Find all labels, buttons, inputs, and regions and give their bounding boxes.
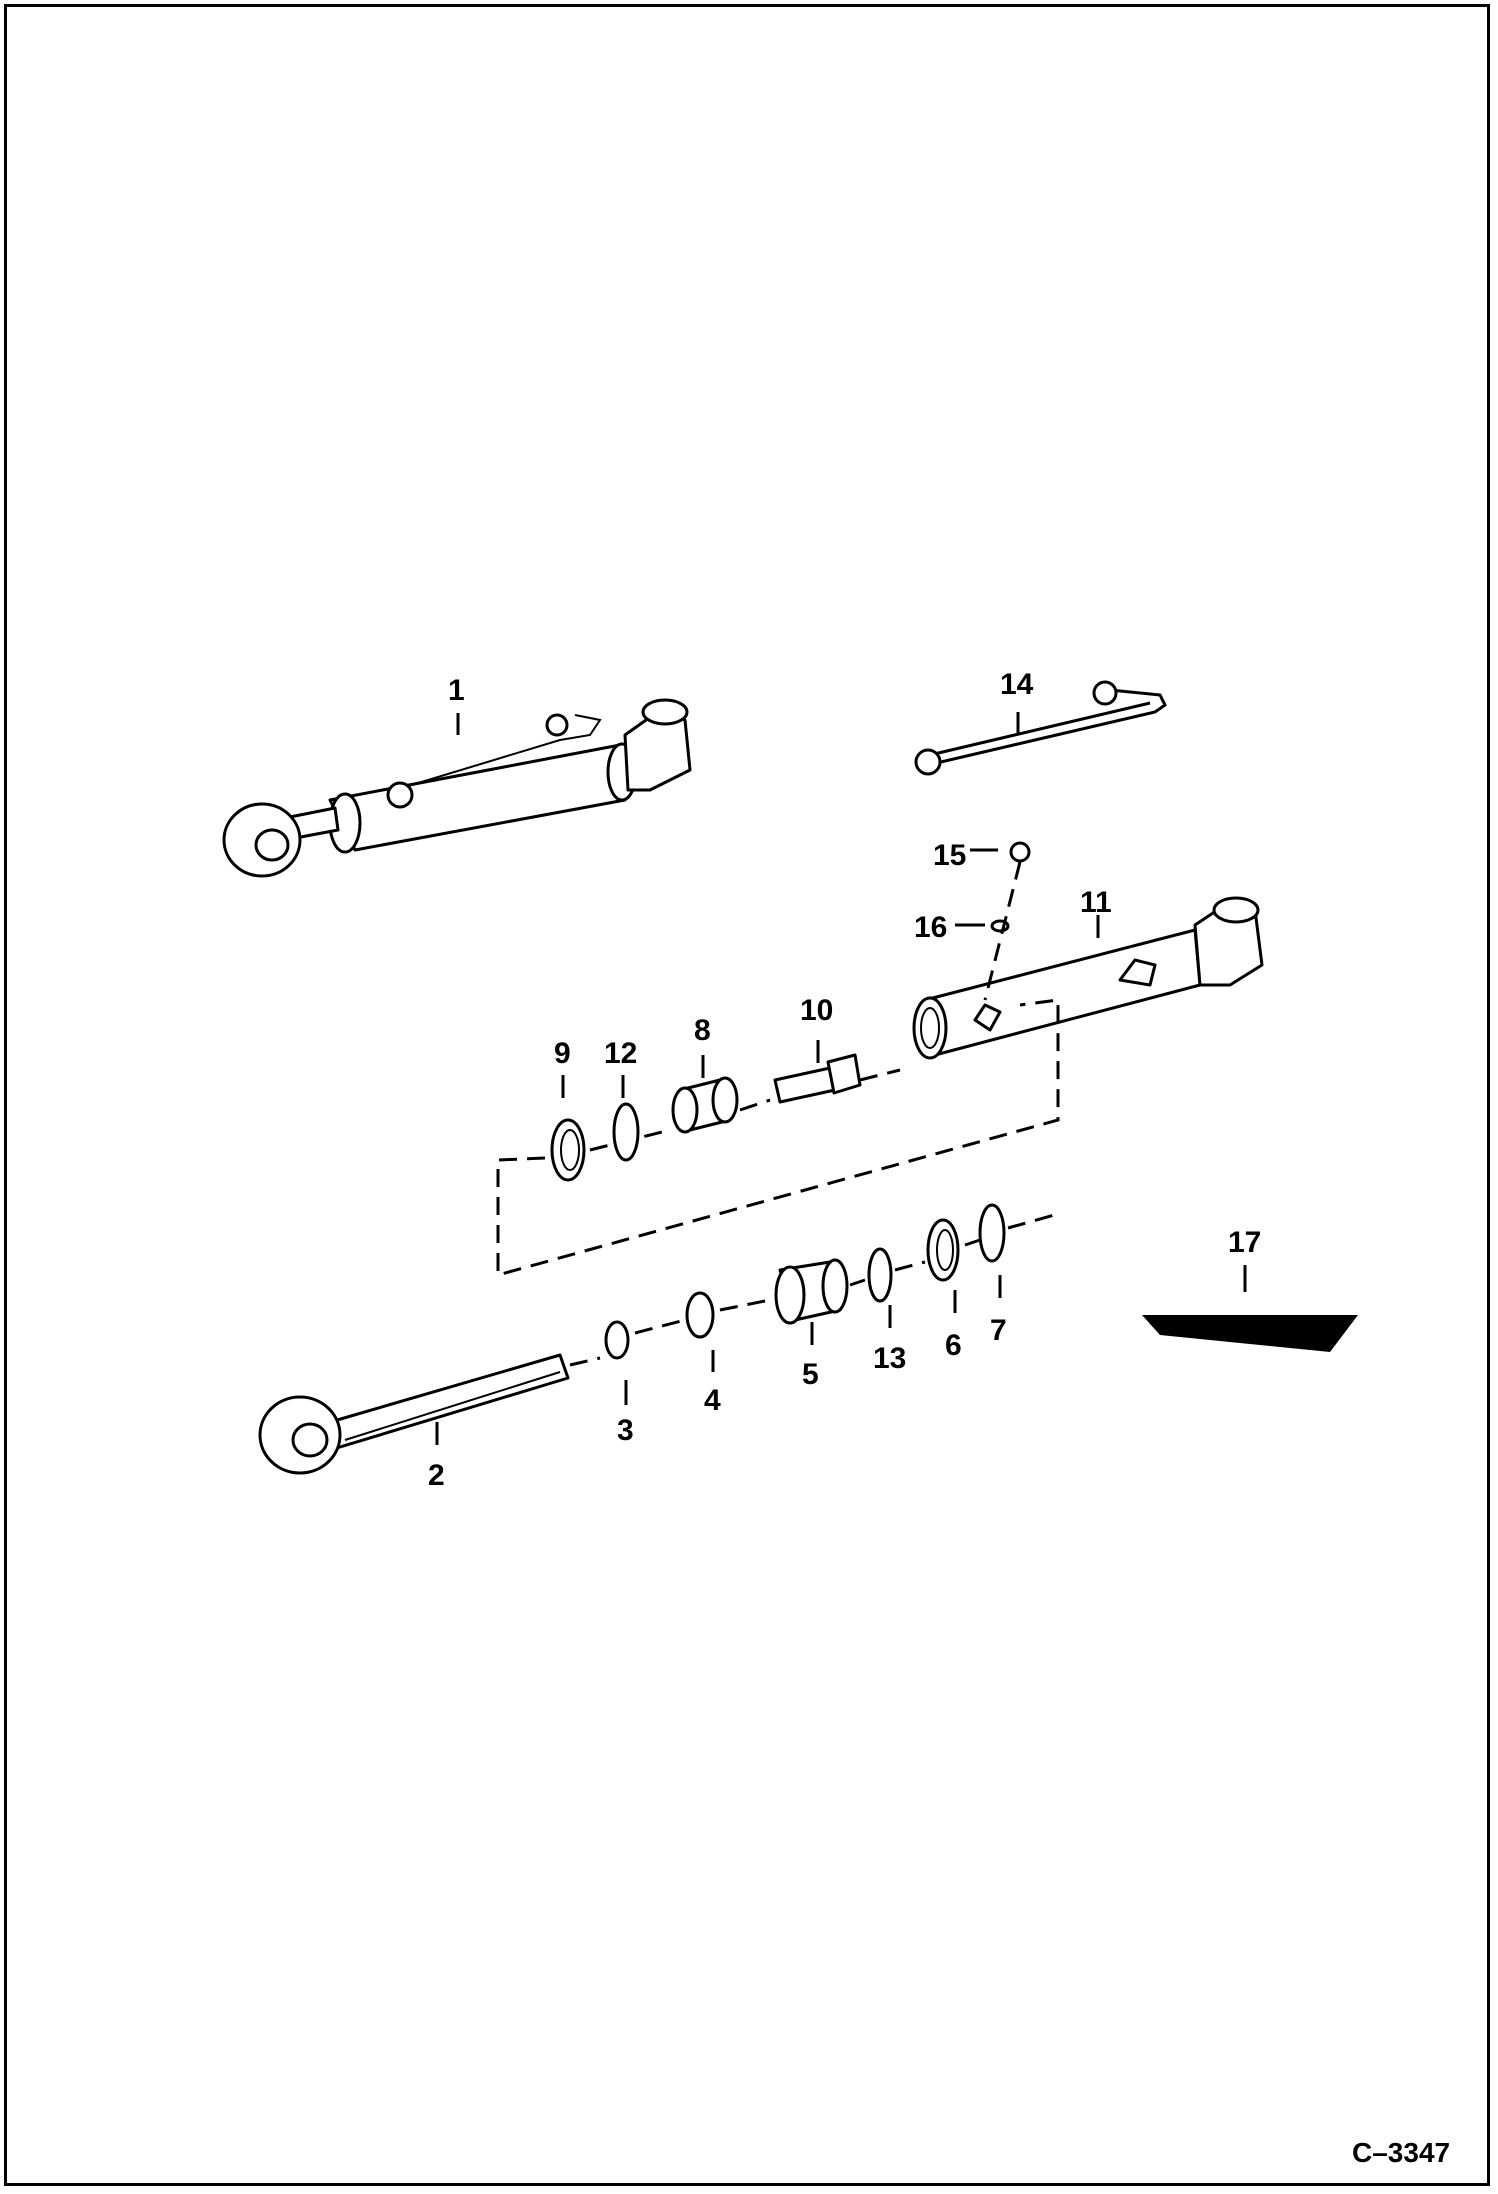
callout-9: 9 [554,1037,571,1070]
callout-10: 10 [800,994,833,1027]
callout-6: 6 [945,1329,962,1362]
callout-8: 8 [694,1014,711,1047]
callout-7: 7 [990,1314,1007,1347]
callout-12: 12 [604,1037,637,1070]
callout-5: 5 [802,1358,819,1391]
leader-lines [435,712,1247,1445]
cylinder-assembly [222,698,692,878]
callout-2: 2 [428,1459,445,1492]
callout-16: 16 [914,911,947,944]
assembly-bracket [496,998,1060,1277]
plug-fitting [1009,841,1031,863]
assembly-line-15 [983,861,1022,1001]
callout-labels: 1 2 3 4 5 6 7 8 9 10 11 12 13 14 15 16 1… [428,668,1450,2168]
diagram-frame [4,4,1490,2186]
callout-3: 3 [617,1414,634,1447]
callout-1: 1 [448,674,465,707]
tube-line [914,680,1167,776]
cylinder-barrel [912,896,1264,1060]
callout-13: 13 [873,1342,906,1375]
seal-kit [1142,1311,1358,1352]
callout-15: 15 [933,839,966,872]
callout-14: 14 [1000,668,1034,701]
callout-17: 17 [1228,1226,1261,1259]
piston-parts-row [550,1053,901,1182]
rod-parts-row [258,1203,1059,1475]
callout-4: 4 [704,1384,721,1417]
callout-11: 11 [1080,886,1112,919]
figure-reference: C–3347 [1352,2137,1450,2168]
